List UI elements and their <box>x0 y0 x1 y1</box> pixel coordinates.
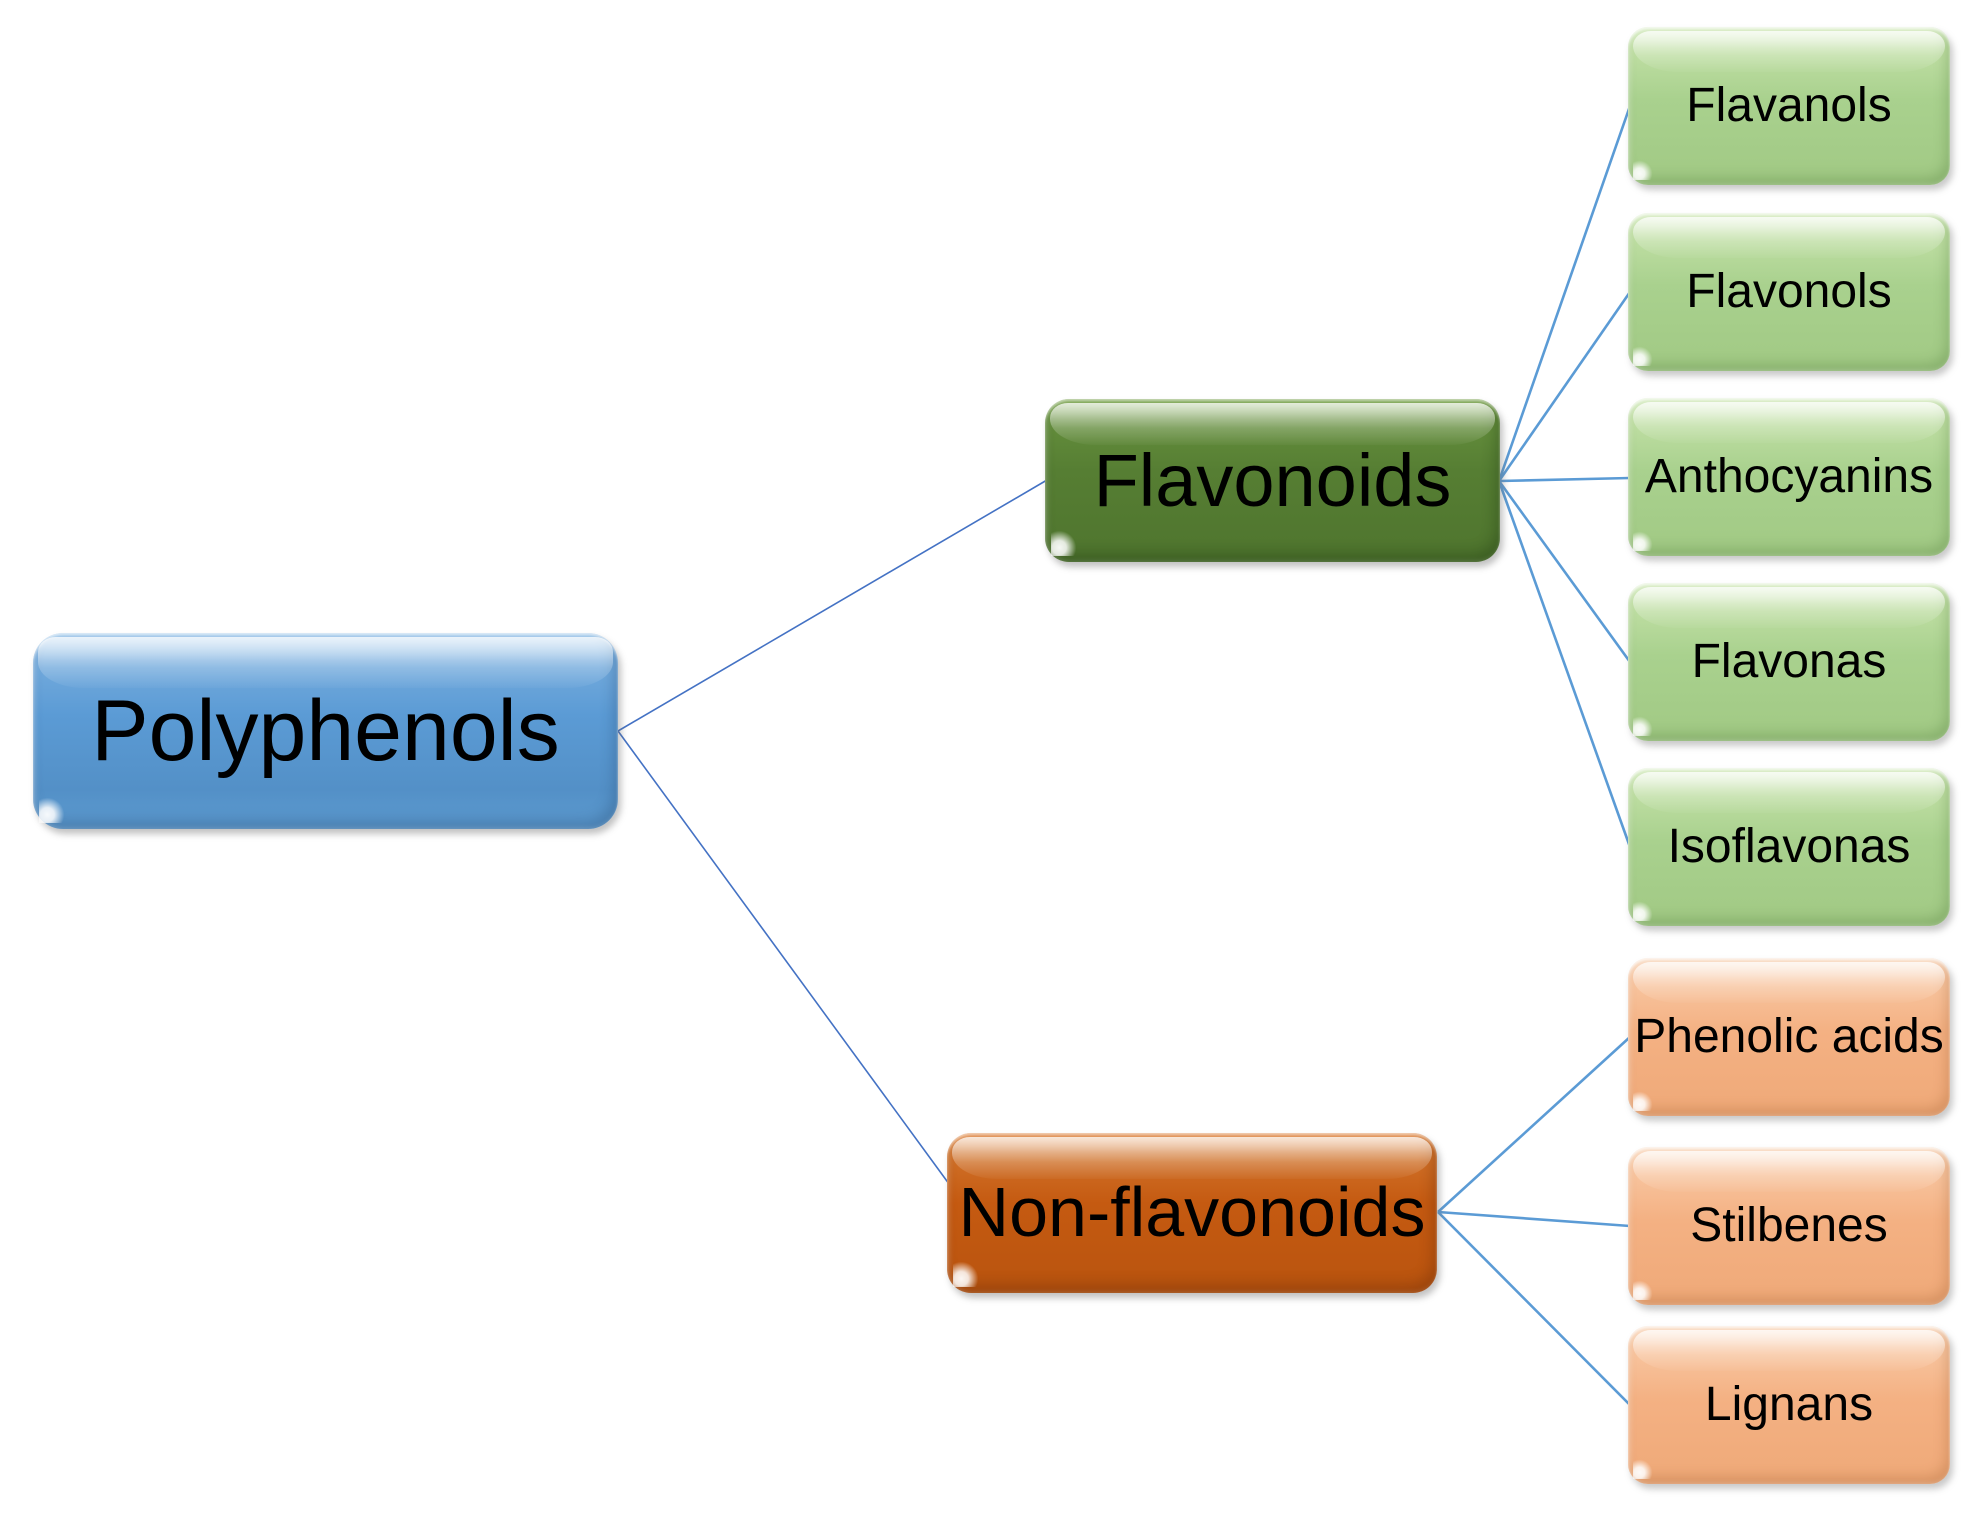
node-flavonols: Flavonols <box>1628 213 1950 371</box>
node-flavonas: Flavonas <box>1628 583 1950 741</box>
node-flavonoids: Flavonoids <box>1045 399 1500 562</box>
node-lignans: Lignans <box>1628 1326 1950 1484</box>
connector-non-flavonoids-to-phenolic-acids <box>1437 1036 1631 1213</box>
node-flavanols-label: Flavanols <box>1686 78 1892 132</box>
connector-root-to-non-flavonoids <box>617 730 953 1189</box>
node-stilbenes-label: Stilbenes <box>1690 1198 1888 1252</box>
connector-non-flavonoids-to-lignans <box>1437 1211 1631 1406</box>
connector-flavonoids-to-isoflavonas <box>1497 480 1632 848</box>
node-flavanols: Flavanols <box>1628 27 1950 185</box>
node-phenolic-acids: Phenolic acids <box>1628 958 1950 1116</box>
connector-flavonoids-to-flavonas <box>1497 480 1632 663</box>
node-flavonas-label: Flavonas <box>1691 634 1887 688</box>
node-anthocyanins-label: Anthocyanins <box>1644 449 1934 503</box>
connector-flavonoids-to-flavanols <box>1497 105 1632 482</box>
connector-non-flavonoids-to-stilbenes <box>1437 1210 1631 1228</box>
connector-root-to-flavonoids <box>617 479 1048 732</box>
node-phenolic-acids-label: Phenolic acids <box>1634 1009 1944 1063</box>
node-polyphenols-label: Polyphenols <box>91 682 560 779</box>
node-flavonoids-label: Flavonoids <box>1093 438 1452 522</box>
node-stilbenes: Stilbenes <box>1628 1147 1950 1305</box>
node-isoflavonas-label: Isoflavonas <box>1667 819 1911 873</box>
node-isoflavonas: Isoflavonas <box>1628 768 1950 926</box>
connector-flavonoids-to-flavonols <box>1497 291 1632 482</box>
node-non-flavonoids-label: Non-flavonoids <box>958 1173 1426 1252</box>
node-polyphenols: Polyphenols <box>33 633 618 829</box>
node-lignans-label: Lignans <box>1704 1377 1874 1431</box>
connector-flavonoids-to-anthocyanins <box>1498 476 1631 483</box>
node-non-flavonoids: Non-flavonoids <box>947 1133 1437 1293</box>
node-anthocyanins: Anthocyanins <box>1628 398 1950 556</box>
node-flavonols-label: Flavonols <box>1686 264 1892 318</box>
